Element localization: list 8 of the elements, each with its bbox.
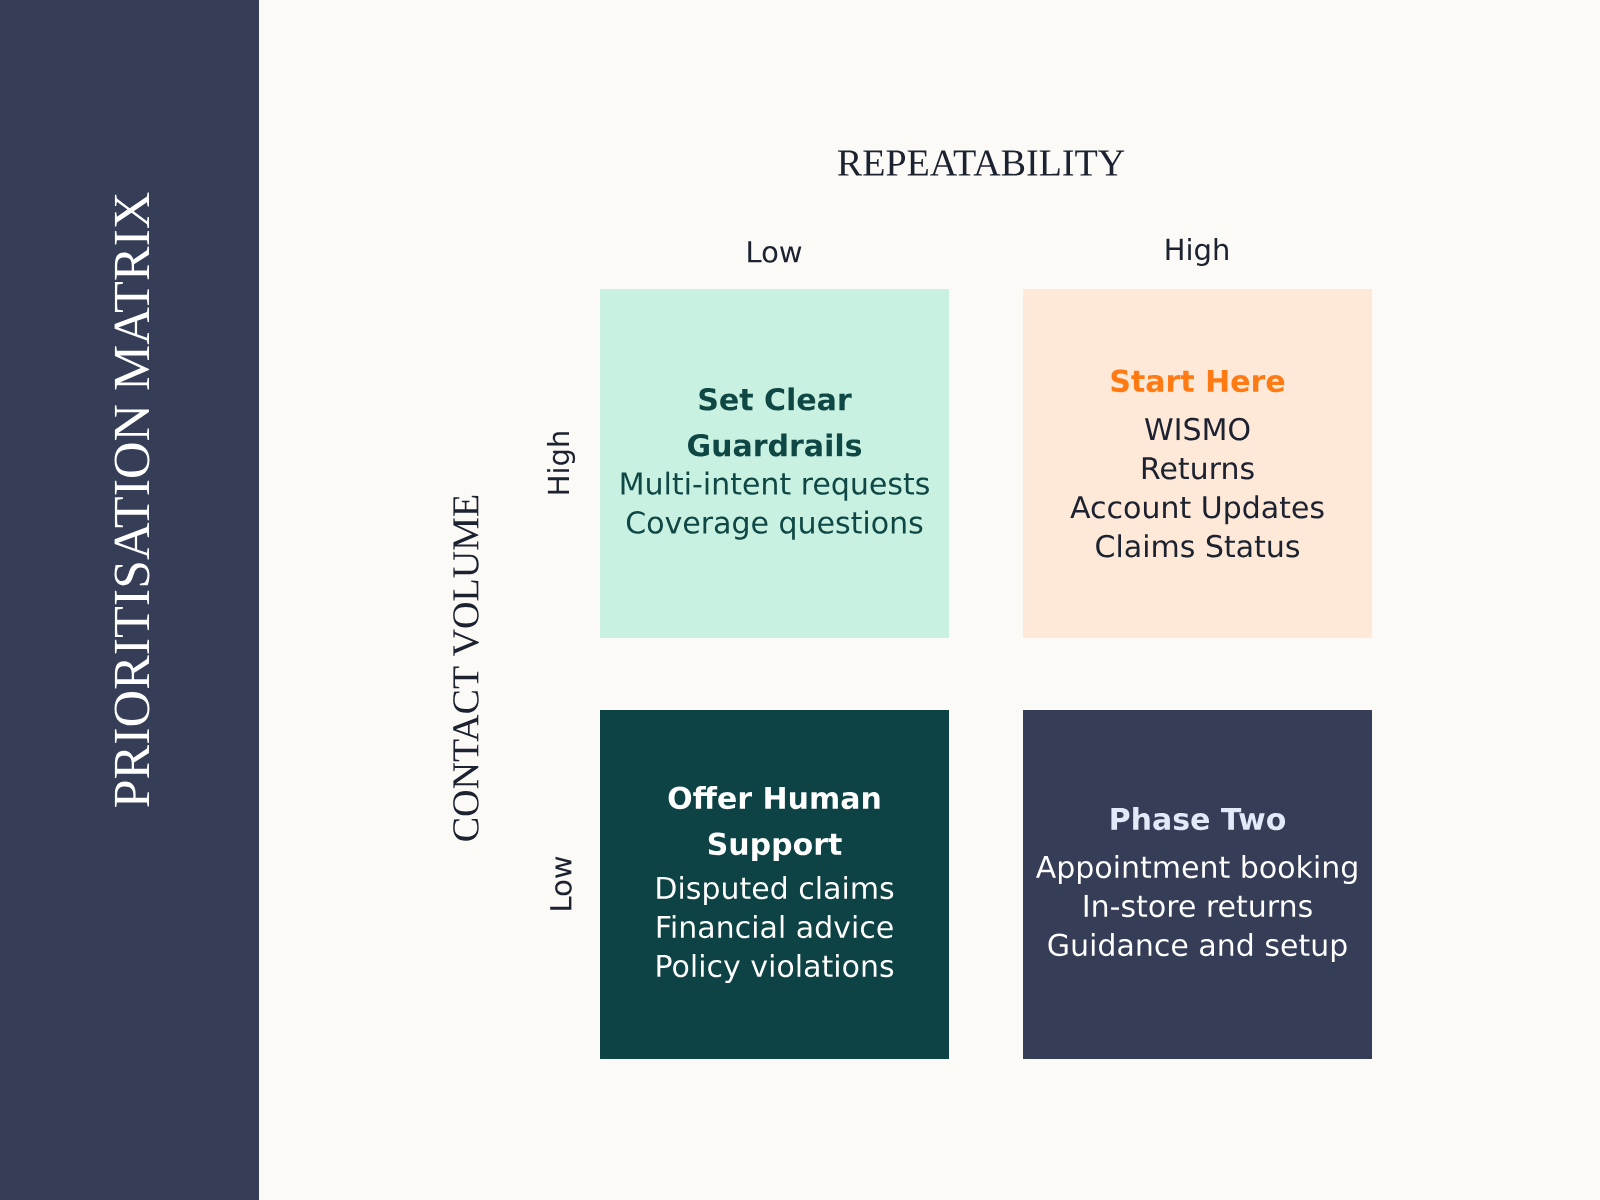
quadrant-box: Start Here WISMO Returns Account Updates Claims Status <box>1023 289 1372 638</box>
quadrant-box: Offer Human Support Disputed claims Financial advice Policy violations <box>600 710 949 1059</box>
axis-label: Low <box>550 856 572 910</box>
axis-title: REPEATABILITY <box>838 150 1125 176</box>
quadrant-box: Phase Two Appointment booking In-store returns Guidance and setup <box>1023 710 1372 1059</box>
quadrant-box: Set Clear Guardrails Multi-intent requests Coverage questions <box>600 289 949 638</box>
axis-title: CONTACT VOLUME <box>453 495 479 841</box>
title: PRIORITISATION MATRIX <box>114 192 150 807</box>
